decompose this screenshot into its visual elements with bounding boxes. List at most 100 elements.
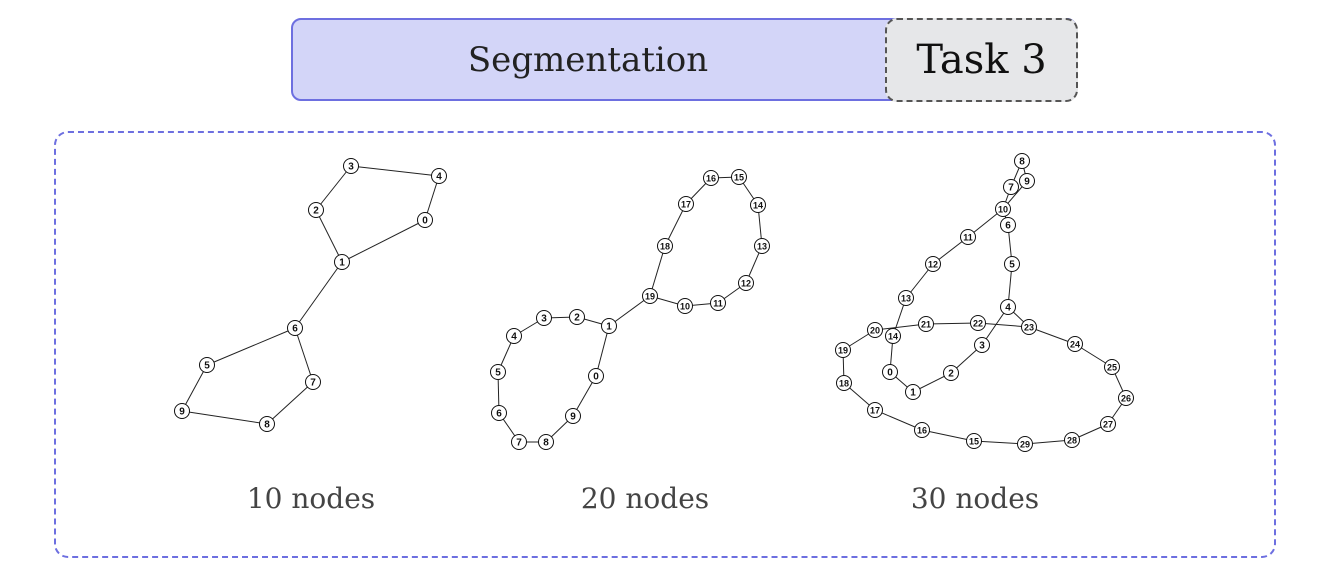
node-circle bbox=[1014, 153, 1030, 169]
node-label: 18 bbox=[839, 379, 849, 389]
node-label: 21 bbox=[921, 320, 931, 330]
node-label: 29 bbox=[1020, 440, 1030, 450]
node-label: 14 bbox=[888, 332, 898, 342]
node-circle bbox=[970, 315, 986, 331]
node-circle bbox=[995, 201, 1011, 217]
node-label: 13 bbox=[901, 294, 911, 304]
edge-21-20 bbox=[874, 323, 927, 331]
node-circle bbox=[1000, 299, 1016, 315]
node-circle bbox=[174, 403, 190, 419]
node-label: 0 bbox=[887, 368, 893, 379]
node-circle bbox=[1019, 173, 1035, 189]
node-label: 28 bbox=[1067, 436, 1077, 446]
edge-5-9 bbox=[181, 364, 208, 412]
graphs-panel bbox=[54, 131, 1276, 558]
node-label: 22 bbox=[973, 319, 983, 329]
node-circle bbox=[506, 328, 522, 344]
node-label: 17 bbox=[870, 406, 880, 416]
node-label: 5 bbox=[1009, 260, 1015, 271]
node-circle bbox=[738, 275, 754, 291]
node-circle bbox=[343, 158, 359, 174]
edge-1-19 bbox=[608, 295, 651, 327]
edge-16-15 bbox=[921, 429, 975, 442]
node-circle bbox=[836, 375, 852, 391]
node-label: 16 bbox=[917, 426, 927, 436]
node-label: 11 bbox=[713, 299, 723, 309]
node-circle bbox=[914, 422, 930, 438]
node-circle bbox=[1021, 319, 1037, 335]
edge-6-5 bbox=[206, 327, 296, 366]
node-circle bbox=[943, 365, 959, 381]
node-circle bbox=[511, 434, 527, 450]
node-circle bbox=[538, 434, 554, 450]
edge-3-2 bbox=[315, 165, 352, 211]
node-circle bbox=[287, 320, 303, 336]
node-circle bbox=[588, 368, 604, 384]
node-label: 9 bbox=[179, 407, 185, 418]
node-label: 18 bbox=[660, 242, 670, 252]
edge-17-16 bbox=[874, 409, 923, 431]
node-label: 1 bbox=[606, 322, 612, 333]
node-circle bbox=[1000, 217, 1016, 233]
node-label: 25 bbox=[1107, 363, 1117, 373]
edge-0-1 bbox=[595, 325, 610, 377]
node-label: 19 bbox=[645, 292, 655, 302]
node-circle bbox=[657, 238, 673, 254]
node-label: 15 bbox=[969, 437, 979, 447]
node-label: 24 bbox=[1070, 340, 1080, 350]
node-circle bbox=[1104, 359, 1120, 375]
node-circle bbox=[536, 310, 552, 326]
node-circle bbox=[1100, 416, 1116, 432]
node-label: 4 bbox=[436, 172, 442, 183]
node-circle bbox=[677, 298, 693, 314]
node-circle bbox=[1017, 436, 1033, 452]
node-label: 9 bbox=[570, 412, 576, 423]
node-label: 13 bbox=[757, 242, 767, 252]
node-circle bbox=[925, 256, 941, 272]
node-circle bbox=[710, 295, 726, 311]
node-label: 0 bbox=[422, 216, 428, 227]
node-circle bbox=[867, 402, 883, 418]
node-label: 2 bbox=[313, 206, 319, 217]
node-circle bbox=[431, 168, 447, 184]
node-label: 1 bbox=[339, 258, 345, 269]
node-circle bbox=[1004, 256, 1020, 272]
node-circle bbox=[1003, 179, 1019, 195]
node-circle bbox=[642, 288, 658, 304]
edge-4-3 bbox=[350, 165, 440, 177]
node-label: 7 bbox=[310, 378, 316, 389]
node-label: 23 bbox=[1024, 323, 1034, 333]
node-label: 0 bbox=[593, 372, 599, 383]
node-label: 7 bbox=[1008, 183, 1014, 194]
node-label: 12 bbox=[741, 279, 751, 289]
edge-15-29 bbox=[973, 440, 1026, 445]
edge-19-18 bbox=[649, 245, 666, 297]
node-label: 4 bbox=[511, 332, 517, 343]
node-label: 2 bbox=[948, 369, 954, 380]
node-label: 19 bbox=[838, 346, 848, 356]
node-label: 2 bbox=[574, 313, 580, 324]
node-circle bbox=[601, 318, 617, 334]
edge-22-21 bbox=[925, 322, 979, 325]
node-circle bbox=[918, 316, 934, 332]
node-label: 20 bbox=[870, 326, 880, 336]
node-circle bbox=[491, 405, 507, 421]
node-circle bbox=[678, 196, 694, 212]
node-circle bbox=[308, 202, 324, 218]
node-label: 26 bbox=[1121, 394, 1131, 404]
node-circle bbox=[703, 170, 719, 186]
node-circle bbox=[305, 374, 321, 390]
node-label: 12 bbox=[928, 260, 938, 270]
edge-0-1 bbox=[341, 219, 426, 263]
edge-7-6 bbox=[294, 327, 314, 383]
node-circle bbox=[569, 309, 585, 325]
node-circle bbox=[490, 364, 506, 380]
node-label: 3 bbox=[541, 314, 547, 325]
edge-1-6 bbox=[294, 261, 343, 329]
node-label: 6 bbox=[1005, 221, 1011, 232]
edge-24-23 bbox=[1028, 326, 1076, 345]
node-circle bbox=[750, 197, 766, 213]
node-label: 27 bbox=[1103, 420, 1113, 430]
node-label: 5 bbox=[204, 361, 210, 372]
